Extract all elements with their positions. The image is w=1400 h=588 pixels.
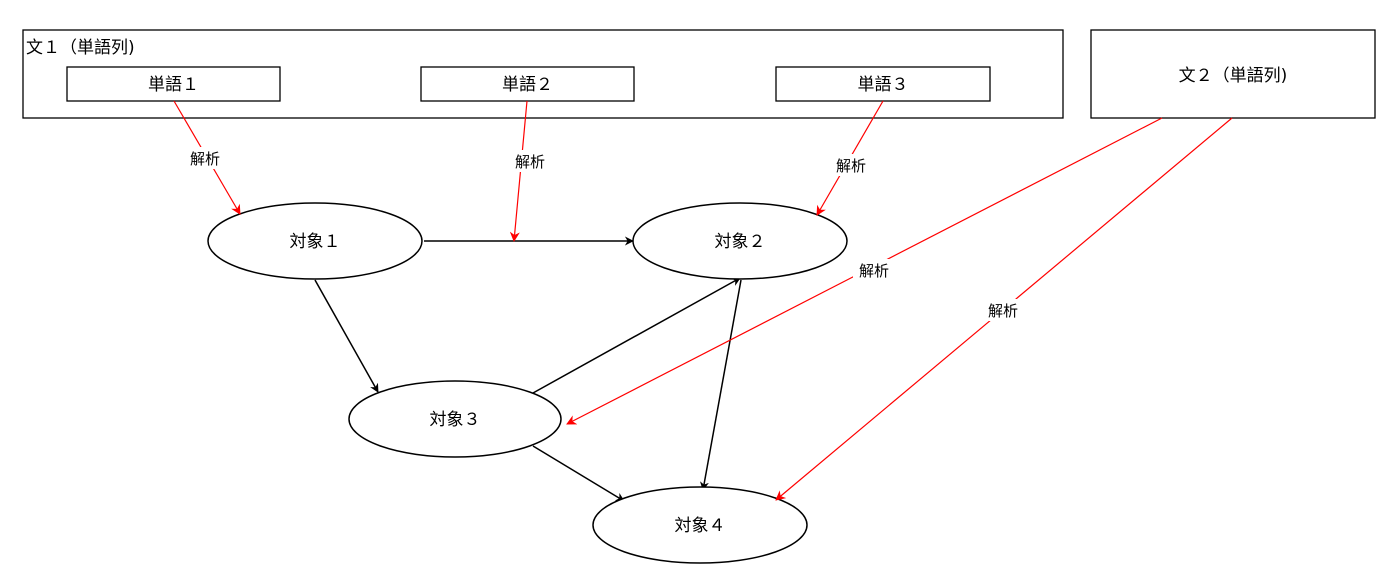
object-node-1: 対象１ (207, 202, 423, 280)
object-label-4: 対象４ (675, 516, 726, 536)
svg-text:解析: 解析 (836, 157, 866, 175)
edge-object2-to-object4 (700, 279, 742, 491)
edge-object3-to-object2 (532, 277, 741, 394)
parse-label-3: 解析 (830, 154, 872, 176)
edge-object1-to-object3 (314, 279, 379, 393)
svg-text:解析: 解析 (190, 150, 220, 168)
object-label-1: 対象１ (290, 232, 341, 252)
word-label-1: 単語１ (148, 75, 199, 95)
object-node-3: 対象３ (348, 380, 562, 458)
sentence1-title: 文１（単語列) (26, 38, 135, 58)
object-node-2: 対象２ (632, 202, 848, 280)
word-label-2: 単語２ (502, 75, 553, 95)
edge-object3-to-object4 (532, 445, 625, 502)
sentence2-box: 文２（単語列) (1090, 29, 1376, 119)
svg-text:解析: 解析 (515, 153, 545, 171)
svg-text:解析: 解析 (988, 302, 1018, 320)
word-box-1: 単語１ (66, 66, 281, 102)
word-box-2: 単語２ (420, 66, 635, 102)
object-label-2: 対象２ (715, 232, 766, 252)
svg-text:解析: 解析 (859, 262, 889, 280)
parse-label-4: 解析 (853, 259, 895, 281)
object-label-3: 対象３ (430, 410, 481, 430)
parse-label-5: 解析 (982, 299, 1024, 321)
parse-label-2: 解析 (509, 150, 551, 172)
object-node-4: 対象４ (592, 486, 808, 564)
sentence2-title: 文２（単語列) (1179, 66, 1288, 86)
parse-label-1: 解析 (184, 147, 226, 169)
word-box-3: 単語３ (775, 66, 991, 102)
word-label-3: 単語３ (858, 75, 909, 95)
